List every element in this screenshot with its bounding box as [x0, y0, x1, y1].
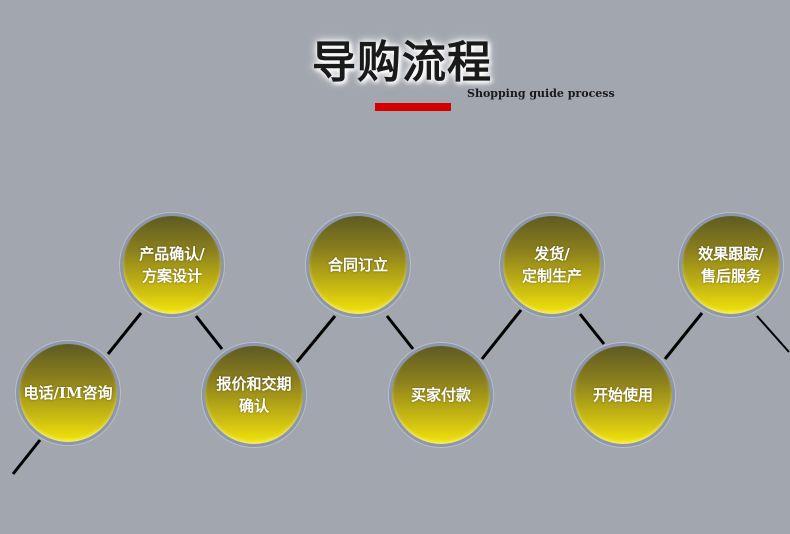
step-label: 报价和交期 确认: [216, 375, 292, 415]
step-label: 开始使用: [592, 386, 653, 404]
connector: [106, 312, 143, 355]
step-label: 发货/ 定制生产: [521, 245, 582, 285]
connector: [295, 315, 337, 363]
step-label: 产品确认/ 方案设计: [139, 245, 205, 285]
step-start-use: 开始使用: [571, 343, 675, 447]
step-phone-im-consult: 电话/IM咨询: [16, 341, 120, 445]
step-quote-lead-time: 报价和交期 确认: [202, 343, 306, 447]
step-payment: 买家付款: [389, 343, 493, 447]
step-product-confirm-design: 产品确认/ 方案设计: [120, 213, 224, 317]
page-subtitle: Shopping guide process: [467, 87, 615, 100]
connector: [578, 313, 606, 345]
connector: [480, 309, 523, 360]
step-label: 买家付款: [410, 386, 471, 404]
page-title: 导购流程: [312, 37, 492, 88]
title-underline: [375, 103, 451, 111]
step-shipping-production: 发货/ 定制生产: [500, 213, 604, 317]
step-label: 电话/IM咨询: [23, 384, 113, 402]
step-label: 合同订立: [327, 256, 388, 274]
step-tracking-after-sales: 效果跟踪/ 售后服务: [679, 213, 783, 317]
connector: [385, 315, 415, 350]
step-contract: 合同订立: [306, 213, 410, 317]
connector: [756, 315, 790, 353]
connector: [194, 315, 224, 350]
connector: [663, 312, 704, 360]
connector: [11, 439, 42, 475]
step-label: 效果跟踪/ 售后服务: [698, 245, 764, 285]
